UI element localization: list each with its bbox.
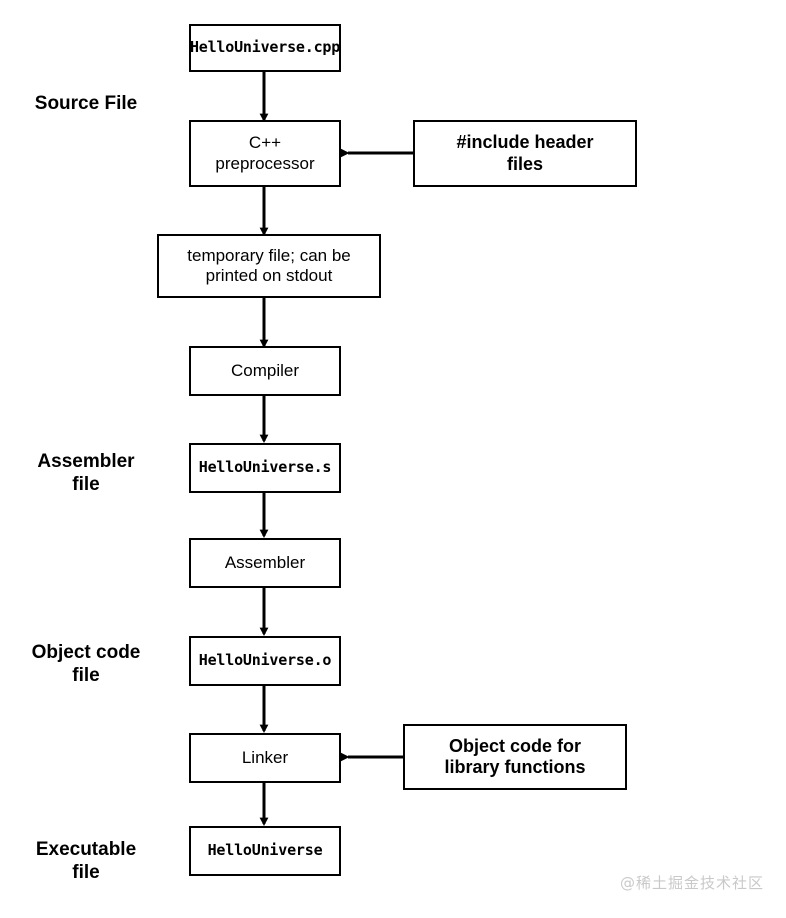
node-linker[interactable]: Linker xyxy=(189,733,341,783)
node-label: Object code for library functions xyxy=(444,735,586,777)
node-hellouniverse-o[interactable]: HelloUniverse.o xyxy=(189,636,341,686)
side-label-object-code-file: Object code file xyxy=(31,642,141,687)
node-hellouniverse[interactable]: HelloUniverse xyxy=(189,826,341,876)
node-assembler[interactable]: Assembler xyxy=(189,538,341,588)
node-label: HelloUniverse.o xyxy=(198,651,332,670)
node-label: HelloUniverse xyxy=(207,841,323,860)
side-label-source-file: Source File xyxy=(34,93,138,114)
side-label-executable-file: Executable file xyxy=(35,839,137,884)
node-hellouniverse-cpp[interactable]: HelloUniverse.cpp xyxy=(189,24,341,72)
node-label: HelloUniverse.s xyxy=(198,458,332,477)
node-label: Assembler xyxy=(224,552,306,572)
node-include-header-files[interactable]: #include header files xyxy=(413,120,637,187)
node-label: temporary file; can be printed on stdout xyxy=(187,245,351,285)
node-temporary-file[interactable]: temporary file; can be printed on stdout xyxy=(157,234,381,298)
side-label-assembler-file: Assembler file xyxy=(37,451,135,496)
node-label: #include header files xyxy=(456,132,594,174)
node-cpp-preprocessor[interactable]: C++ preprocessor xyxy=(189,120,341,187)
node-object-code-library[interactable]: Object code for library functions xyxy=(403,724,627,790)
node-compiler[interactable]: Compiler xyxy=(189,346,341,396)
node-label: Linker xyxy=(241,747,289,767)
node-hellouniverse-s[interactable]: HelloUniverse.s xyxy=(189,443,341,493)
watermark: @稀土掘金技术社区 xyxy=(620,874,765,892)
node-label: Compiler xyxy=(230,360,300,380)
node-label: HelloUniverse.cpp xyxy=(189,38,341,57)
node-label: C++ preprocessor xyxy=(215,133,315,173)
